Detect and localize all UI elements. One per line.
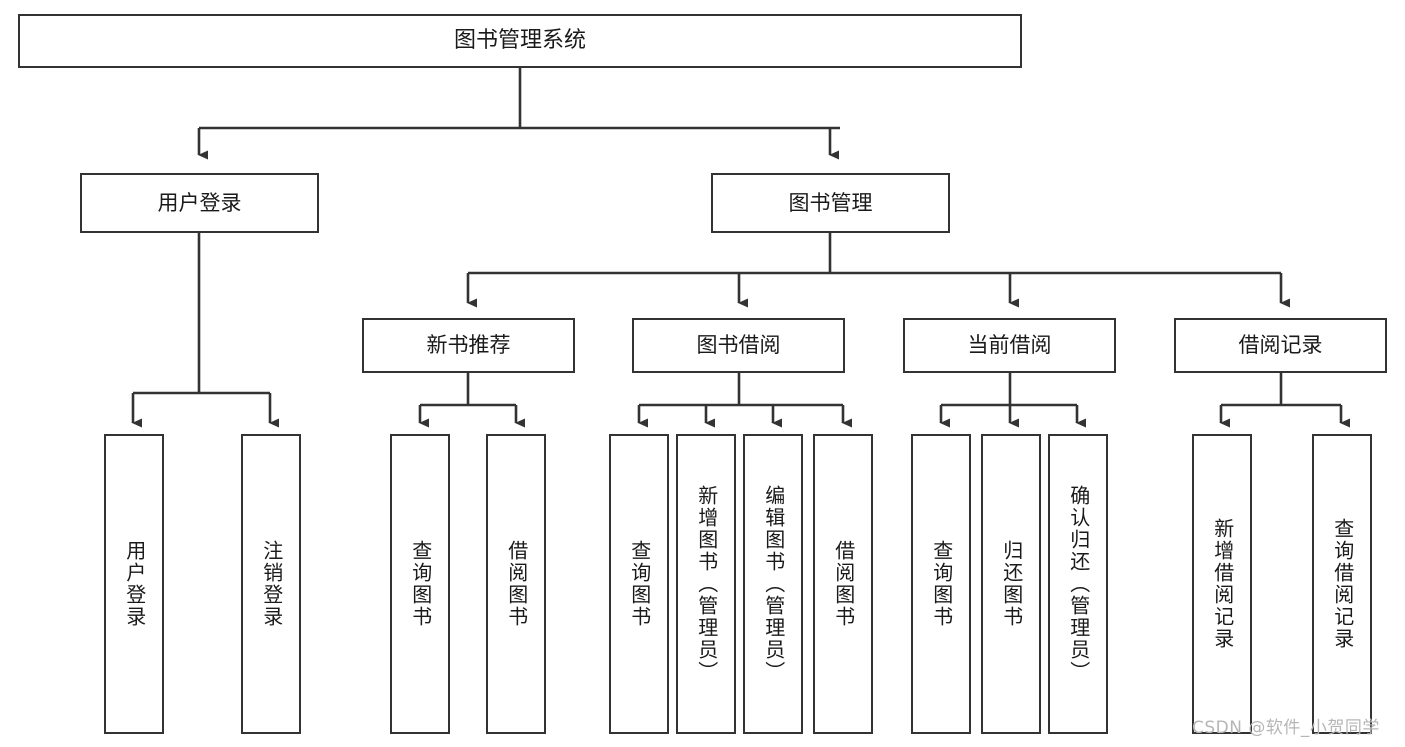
node-leaf-borrow-book-1[interactable]: 借阅图书 (486, 434, 546, 734)
node-label: 用户登录 (122, 540, 147, 628)
node-label: 查询图书 (408, 540, 433, 628)
node-label: 图书借阅 (696, 333, 781, 358)
node-label: 当前借阅 (967, 333, 1052, 358)
node-leaf-borrow-book-2[interactable]: 借阅图书 (813, 434, 873, 734)
node-root-system[interactable]: 图书管理系统 (18, 14, 1022, 68)
node-leaf-logout-login[interactable]: 注销登录 (241, 434, 301, 734)
node-label: 查询图书 (929, 540, 954, 628)
node-label: 借阅记录 (1238, 333, 1323, 358)
node-leaf-query-book-1[interactable]: 查询图书 (390, 434, 450, 734)
node-label: 用户登录 (157, 190, 242, 215)
node-leaf-add-borrow-record[interactable]: 新增借阅记录 (1192, 434, 1252, 734)
node-label: 确认归还（管理员） (1066, 485, 1091, 683)
node-leaf-add-book[interactable]: 新增图书（管理员） (676, 434, 736, 734)
node-label: 查询图书 (627, 540, 652, 628)
node-leaf-query-book-3[interactable]: 查询图书 (911, 434, 971, 734)
node-label: 注销登录 (259, 540, 284, 628)
node-label: 借阅图书 (831, 540, 856, 628)
node-new-book-recommend[interactable]: 新书推荐 (362, 318, 575, 373)
node-book-borrow[interactable]: 图书借阅 (632, 318, 845, 373)
node-book-manage[interactable]: 图书管理 (711, 173, 950, 233)
node-label: 借阅图书 (504, 540, 529, 628)
node-leaf-query-book-2[interactable]: 查询图书 (609, 434, 669, 734)
node-borrow-record[interactable]: 借阅记录 (1174, 318, 1387, 373)
node-leaf-query-borrow-record[interactable]: 查询借阅记录 (1312, 434, 1372, 734)
node-user-login[interactable]: 用户登录 (80, 173, 319, 233)
node-leaf-user-login[interactable]: 用户登录 (104, 434, 164, 734)
node-label: 新增图书（管理员） (694, 485, 719, 683)
node-label: 图书管理系统 (453, 28, 586, 54)
node-label: 查询借阅记录 (1330, 518, 1355, 650)
node-label: 新书推荐 (426, 333, 511, 358)
node-label: 新增借阅记录 (1210, 518, 1235, 650)
node-label: 编辑图书（管理员） (761, 485, 786, 683)
node-leaf-confirm-return[interactable]: 确认归还（管理员） (1048, 434, 1108, 734)
node-leaf-return-book[interactable]: 归还图书 (981, 434, 1041, 734)
node-leaf-edit-book[interactable]: 编辑图书（管理员） (743, 434, 803, 734)
node-label: 图书管理 (788, 190, 873, 215)
node-current-borrow[interactable]: 当前借阅 (903, 318, 1116, 373)
node-label: 归还图书 (999, 540, 1024, 628)
